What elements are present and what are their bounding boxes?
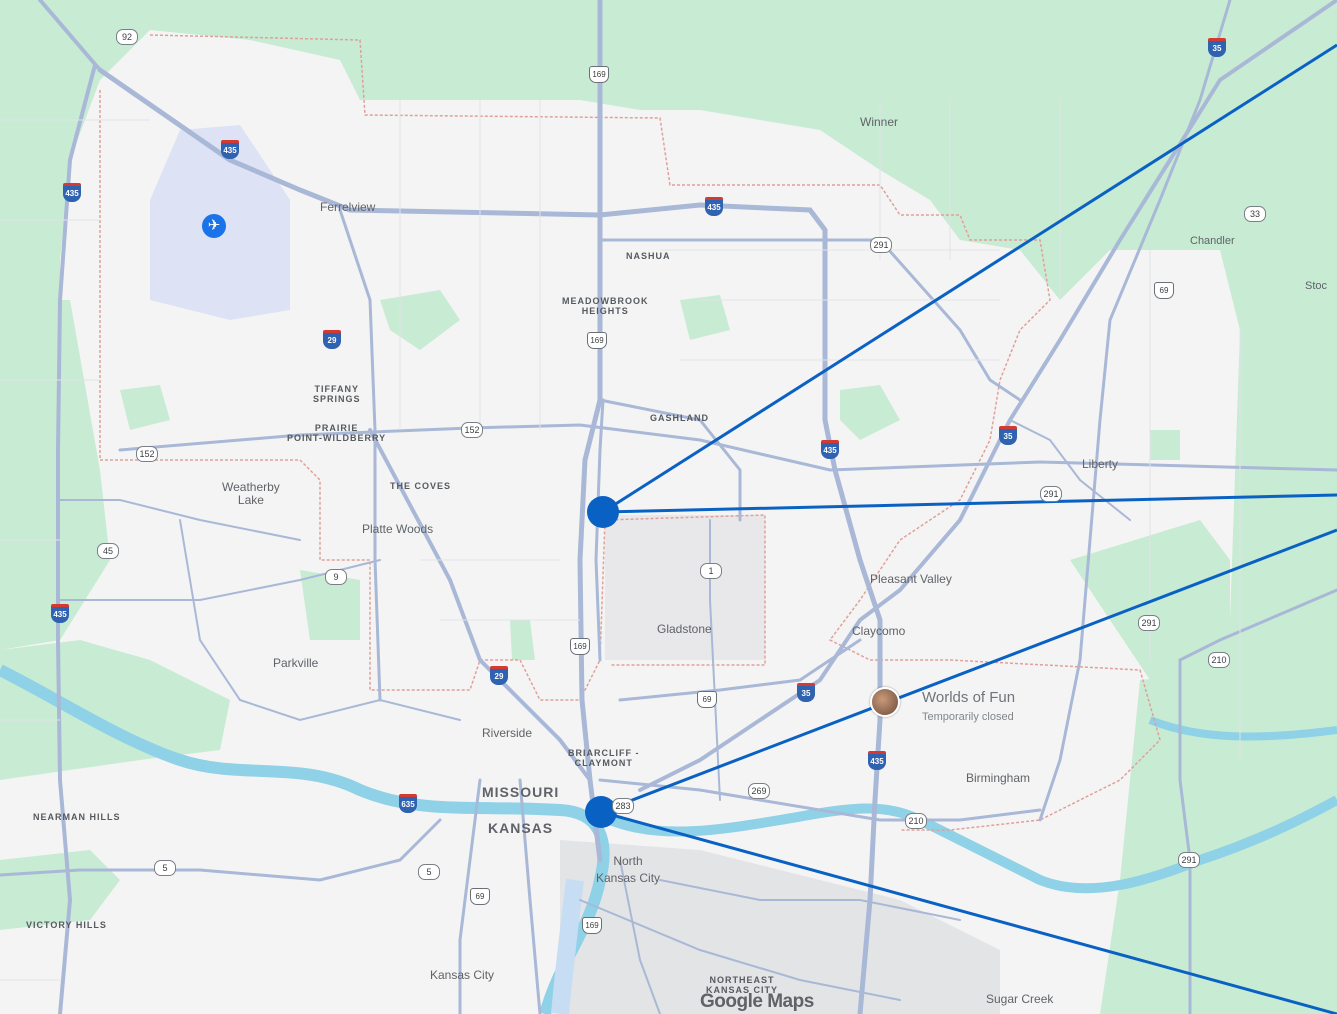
place-liberty: Liberty (1082, 457, 1119, 471)
place-pleasant-valley: Pleasant Valley (870, 572, 952, 586)
place-stoc: Stoc (1305, 280, 1328, 292)
state-route-shield: 269 (748, 783, 770, 799)
state-route-shield: 9 (325, 569, 347, 585)
interstate-shield: 29 (323, 330, 341, 349)
us-route-shield: 169 (582, 917, 602, 934)
place-claycomo: Claycomo (852, 624, 906, 638)
us-route-shield: 169 (570, 638, 590, 655)
place-nearman-hills: NEARMAN HILLS (33, 812, 121, 822)
state-route-shield: 152 (136, 446, 158, 462)
poi-status: Temporarily closed (922, 711, 1014, 723)
place-nashua: NASHUA (626, 251, 671, 261)
place-ferrelview: Ferrelview (320, 200, 376, 214)
place-tiffany-springs: TIFFANY SPRINGS (313, 384, 361, 404)
place-victory-hills: VICTORY HILLS (26, 920, 107, 930)
worlds-of-fun-poi-icon[interactable] (870, 687, 900, 717)
place-winner: Winner (860, 115, 899, 129)
state-route-shield: 92 (116, 29, 138, 45)
place-parkville: Parkville (273, 656, 319, 670)
place-meadowbrook-heights: MEADOWBROOK HEIGHTS (562, 296, 649, 316)
place-weatherby-lake: Weatherby Lake (222, 480, 280, 507)
us-route-shield: 69 (1154, 282, 1174, 299)
poi-name[interactable]: Worlds of Fun (922, 689, 1016, 706)
state-label-kansas: KANSAS (488, 820, 554, 836)
us-route-shield: 69 (470, 888, 490, 905)
place-platte-woods: Platte Woods (362, 522, 434, 536)
interstate-shield: 435 (51, 604, 69, 623)
state-route-shield: 210 (1208, 652, 1230, 668)
place-the-coves: THE COVES (390, 481, 452, 491)
us-route-shield: 69 (697, 691, 717, 708)
urban-area (560, 840, 1000, 1014)
place-sugar-creek: Sugar Creek (986, 992, 1054, 1006)
interstate-shield: 29 (490, 666, 508, 685)
place-north-kansas-city: North Kansas City (596, 854, 661, 885)
state-route-shield: 45 (97, 543, 119, 559)
callout-lines (600, 43, 1337, 1014)
interstate-shield: 35 (999, 426, 1017, 445)
interstate-shield: 435 (63, 183, 81, 202)
google-maps-watermark: Google Maps (700, 991, 814, 1012)
place-birmingham: Birmingham (966, 771, 1031, 785)
place-kansas-city: Kansas City (430, 968, 495, 982)
state-route-shield: 291 (1138, 615, 1160, 631)
interstate-shield: 435 (705, 197, 723, 216)
place-gashland: GASHLAND (650, 413, 709, 423)
place-prairie-point-wildberry: PRAIRIE POINT-WILDBERRY (287, 423, 387, 443)
place-chandler: Chandler (1190, 235, 1235, 247)
interstate-shield: 435 (221, 140, 239, 159)
state-route-shield: 152 (461, 422, 483, 438)
airport-icon[interactable]: ✈ (202, 214, 226, 238)
state-route-shield: 1 (700, 563, 722, 579)
us-route-shield: 169 (589, 66, 609, 83)
state-route-shield: 5 (154, 860, 176, 876)
state-route-shield: 291 (1040, 486, 1062, 502)
interstate-shield: 35 (797, 683, 815, 702)
gladstone-area (605, 515, 765, 660)
location-marker-north[interactable] (587, 496, 619, 528)
interstate-shield: 435 (868, 751, 886, 770)
state-route-shield: 33 (1244, 206, 1266, 222)
interstate-shield: 435 (821, 440, 839, 459)
state-route-shield: 291 (870, 237, 892, 253)
city-boundary (99, 34, 1161, 831)
place-briarcliff-claymont: BRIARCLIFF - CLAYMONT (568, 748, 640, 768)
place-northeast-kansas-city: NORTHEAST KANSAS CITY (706, 975, 779, 995)
place-gladstone: Gladstone (657, 622, 712, 636)
interstate-shield: 35 (1208, 38, 1226, 57)
minor-streets (0, 100, 1241, 981)
location-marker-south[interactable] (585, 796, 617, 828)
place-riverside: Riverside (482, 726, 533, 740)
state-label-missouri: MISSOURI (482, 784, 560, 800)
state-route-shield: 283 (612, 798, 634, 814)
state-route-shield: 210 (905, 813, 927, 829)
state-route-shield: 291 (1178, 852, 1200, 868)
state-route-shield: 5 (418, 864, 440, 880)
us-route-shield: 169 (587, 332, 607, 349)
rivers (0, 664, 1337, 1014)
interstate-shield: 635 (399, 794, 417, 813)
